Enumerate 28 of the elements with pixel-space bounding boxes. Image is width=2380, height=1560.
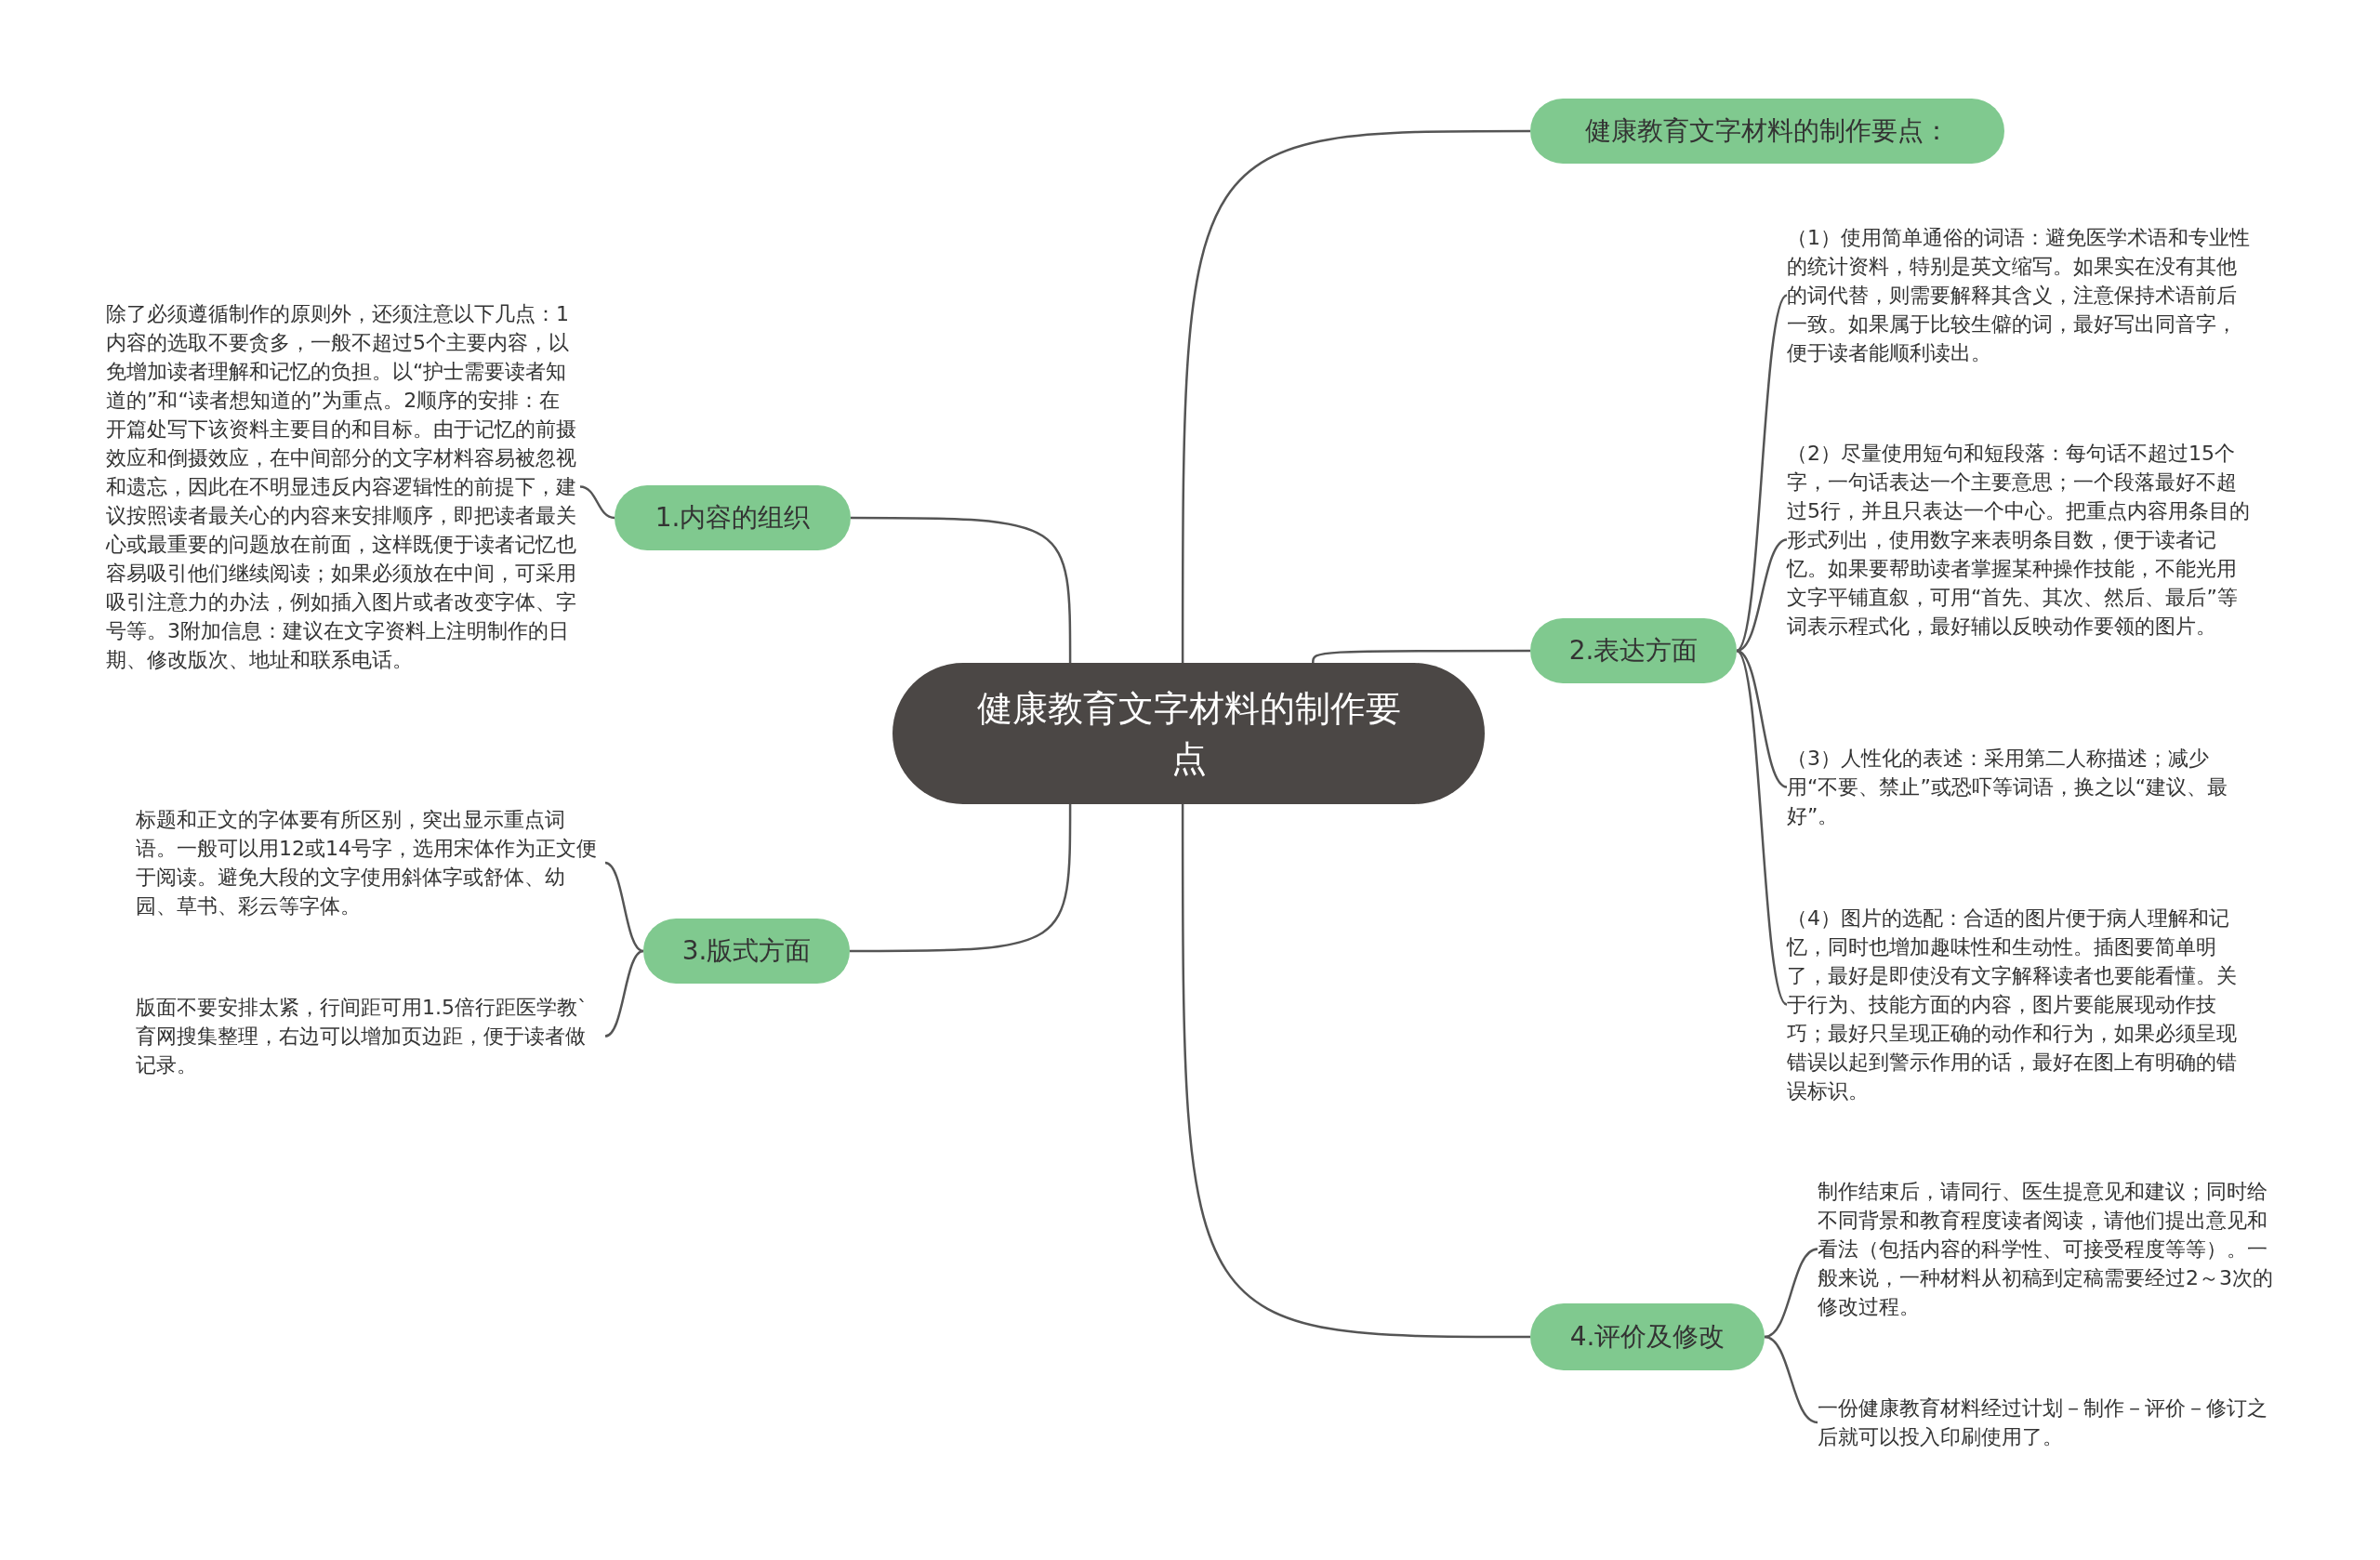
note-text: （4）图片的选配：合适的图片便于病人理解和记忆，同时也增加趣味性和生动性。插图要简单明了，最好是即使没有文字解释读者也要能看懂。关于行为、技能方面的内容，图片要能展现动作技巧；最好只呈现正确的动作和行为，如果必须呈现错误以起到警示作用的话，最好在图上有明确的错误标识。 [1787,904,2256,1105]
connector-line [1181,804,1530,1339]
connector-line [1764,1335,1818,1424]
connector-line [1736,294,1788,652]
connector-line [1736,538,1788,653]
note-text: 制作结束后，请同行、医生提意见和建议；同时给不同背景和教育程度读者阅读，请他们提出意见和看法（包括内容的科学性、可接受程度等等）。一般来说，一种材料从初稿到定稿需要经过2～3次的修改过程。 [1818,1177,2287,1321]
connector-line [1312,649,1530,664]
connector-line [1181,129,1530,663]
topic-pill: 3.版式方面 [643,919,850,984]
connector-line [850,804,1072,953]
connector-line [604,949,644,1038]
note-text: （3）人性化的表述：采用第二人称描述；减少用“不要、禁止”或恐吓等词语，换之以“建议、最好”。 [1787,744,2256,830]
topic-pill: 2.表达方面 [1530,618,1737,683]
connector-line [579,485,615,520]
topic-pill: 4.评价及修改 [1530,1303,1765,1370]
connector-line [604,861,644,953]
connector-line [1736,650,1788,1006]
note-text: （1）使用简单通俗的词语：避免医学术语和专业性的统计资料，特别是英文缩写。如果实在没有其他的词代替，则需要解释其含义，注意保持术语前后一致。如果属于比较生僻的词，最好写出同音字，便于读者能顺利读出。 [1787,223,2256,367]
note-text: 除了必须遵循制作的原则外，还须注意以下几点：1内容的选取不要贪多，一般不超过5个主要内容，以免增加读者理解和记忆的负担。以“护士需要读者知道的”和“读者想知道的”为重点。2顺序的安排：在开篇处写下该资料主要目的和目标。由于记忆的前摄效应和倒摄效应，在中间部分的文字材料容易被忽视和遗忘，因此在不明显违反内容逻辑性的前提下，建议按照读者最关心的内容来安排顺序，即把读者最关心或最重要的问题放在前面，这样既便于读者记忆也容易吸引他们继续阅读；如果必须放在中间，可采用吸引注意力的办法，例如插入图片或者改变字体、字号等。3附加信息：建议在文字资料上注明制作的日期、修改版次、地址和联系电话。 [106,299,580,674]
note-text: 版面不要安排太紧，行间距可用1.5倍行距医学教`育网搜集整理，右边可以增加页边距，便于读者做记录。 [136,993,605,1079]
topic-pill: 健康教育文字材料的制作要点： [1530,99,2004,164]
topic-pill: 1.内容的组织 [615,485,851,550]
central-topic: 健康教育文字材料的制作要点 [892,663,1485,804]
note-text: 标题和正文的字体要有所区别，突出显示重点词语。一般可以用12或14号字，选用宋体作为正文便于阅读。避免大段的文字使用斜体字或舒体、幼园、草书、彩云等字体。 [136,805,605,920]
connector-line [1764,1248,1818,1339]
connector-line [851,516,1072,663]
note-text: （2）尽量使用短句和短段落：每句话不超过15个字，一句话表达一个主要意思；一个段落最好不超过5行，并且只表达一个中心。把重点内容用条目的形式列出，使用数字来表明条目数，便于读者记忆。如果要帮助读者掌握某种操作技能，不能光用文字平铺直叙，可用“首先、其次、然后、最后”等词表示程式化，最好辅以反映动作要领的图片。 [1787,439,2256,641]
note-text: 一份健康教育材料经过计划－制作－评价－修订之后就可以投入印刷使用了。 [1818,1394,2287,1451]
